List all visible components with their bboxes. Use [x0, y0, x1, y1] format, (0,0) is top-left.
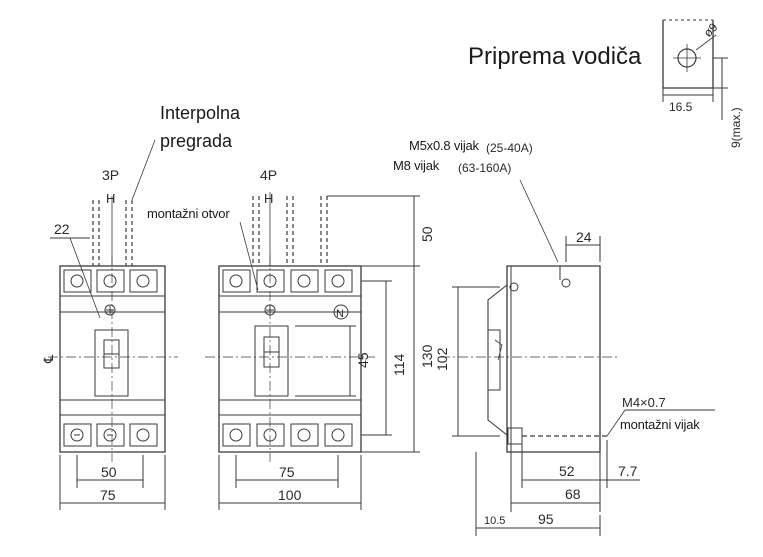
dim-75-3p: 75: [100, 487, 116, 503]
dim-9max: 9(max.): [729, 107, 743, 148]
dim-16-5: 16.5: [669, 100, 693, 114]
label-interpolna: Interpolna: [160, 103, 241, 123]
m4-label: M4×0.7: [622, 395, 666, 410]
hl-mark-3p: H: [106, 191, 115, 206]
label-pregrada: pregrada: [160, 131, 233, 151]
dim-68: 68: [565, 486, 581, 502]
label-montazni-otvor: montažni otvor: [147, 206, 230, 221]
dim-52: 52: [559, 463, 575, 479]
dim-75-4p: 75: [279, 464, 295, 480]
side-view: [440, 179, 715, 536]
dim-114: 114: [391, 353, 407, 376]
svg-text:℄: ℄: [41, 354, 56, 364]
title-priprema-vodica: Priprema vodiča: [468, 43, 642, 70]
m5-range: (25-40A): [486, 141, 533, 155]
hl-mark-4p: H: [264, 191, 273, 206]
dim-102: 102: [434, 347, 450, 371]
label-montazni-vijak: montažni vijak: [620, 417, 700, 432]
conductor-preparation-detail: ø9 16.5 9(max.): [662, 19, 743, 148]
label-m8-vijak: M8 vijak: [393, 158, 440, 173]
label-4p: 4P: [260, 167, 277, 183]
dim-130: 130: [419, 344, 435, 368]
label-3p: 3P: [102, 167, 119, 183]
front-view-4p: [205, 192, 420, 510]
dim-50-top: 50: [419, 226, 435, 242]
front-view-3p: ℄: [41, 139, 178, 510]
dim-10-5: 10.5: [484, 515, 505, 527]
m8-range: (63-160A): [458, 161, 511, 175]
dim-24: 24: [576, 229, 592, 245]
dim-50-3p: 50: [101, 464, 117, 480]
dim-7-7: 7.7: [618, 463, 638, 479]
dim-22: 22: [54, 221, 70, 237]
dim-95: 95: [538, 511, 554, 527]
dim-phi9: ø9: [701, 20, 721, 40]
dim-45: 45: [355, 352, 371, 368]
dim-100: 100: [278, 487, 302, 503]
n-mark: N: [336, 308, 344, 320]
label-m5-vijak: M5x0.8 vijak: [409, 138, 479, 153]
